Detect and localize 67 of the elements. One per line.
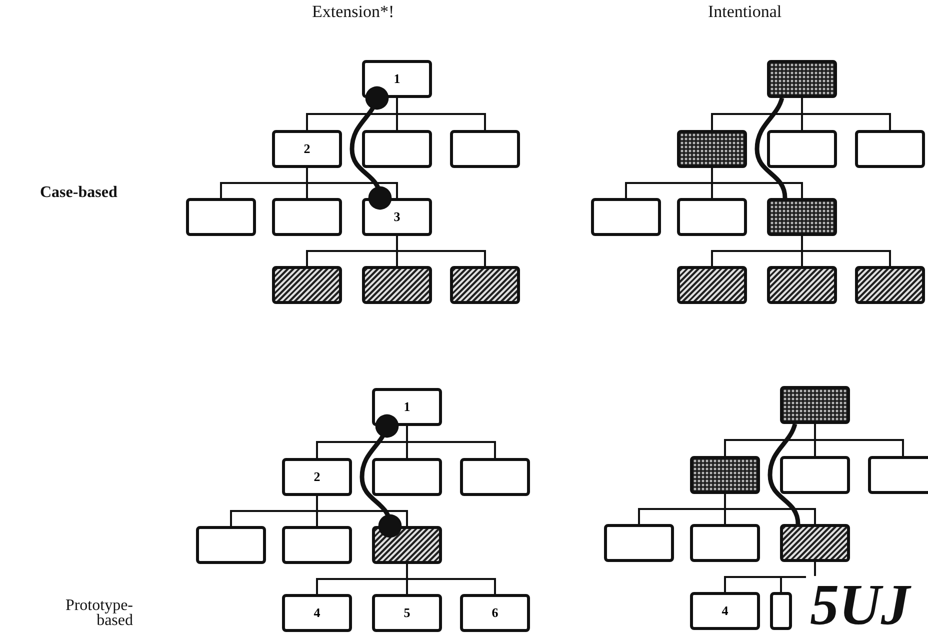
- tree-node-box: [282, 526, 352, 564]
- tree-connector: [801, 98, 891, 130]
- tree-connector: [316, 496, 408, 526]
- tree-node-box: [780, 524, 850, 562]
- tree-node-box: [186, 198, 256, 236]
- tree-node-box: [780, 456, 850, 494]
- tree-node-box: [362, 130, 432, 168]
- tree-node-box: [868, 456, 928, 494]
- path-curve: [350, 86, 392, 210]
- tree-node-box: [604, 524, 674, 562]
- tree-node-box: [767, 198, 837, 236]
- node-number: 1: [394, 71, 400, 87]
- tree-connector: [814, 424, 904, 456]
- tree-node-box: [677, 198, 747, 236]
- tree-node-box: [272, 198, 342, 236]
- tree-node-box: [855, 266, 925, 304]
- column-heading: Extension*!: [312, 2, 394, 22]
- tree-node-box: [272, 130, 342, 168]
- tree-connector: [801, 236, 891, 266]
- tree-node-box: [677, 266, 747, 304]
- tree-node-box: [770, 592, 792, 630]
- tree-node-box: [362, 60, 432, 98]
- tree-node-box: [196, 526, 266, 564]
- row-heading: Case-based: [40, 184, 118, 202]
- node-number: 1: [404, 399, 410, 415]
- node-number: 5: [404, 605, 410, 621]
- tree-connector: [711, 168, 803, 198]
- node-number: 6: [492, 605, 498, 621]
- tree-node-box: [372, 458, 442, 496]
- node-number: 3: [394, 209, 400, 225]
- path-curve: [754, 97, 788, 198]
- tree-node-box: [372, 526, 442, 564]
- tree-connector: [406, 564, 496, 594]
- tree-node-box: [362, 198, 432, 236]
- node-number: 2: [304, 141, 310, 157]
- tree-node-box: [690, 524, 760, 562]
- tree-connector: [724, 494, 816, 524]
- tree-node-box: [690, 456, 760, 494]
- node-number: 4: [722, 603, 728, 619]
- tree-node-box: [450, 130, 520, 168]
- tree-node-box: [690, 592, 760, 630]
- tree-node-box: [767, 266, 837, 304]
- row-heading: Prototype-based: [64, 598, 133, 628]
- tree-node-box: [767, 60, 837, 98]
- column-heading: Intentional: [708, 2, 782, 22]
- tree-node-box: [780, 386, 850, 424]
- tree-node-box: [282, 458, 352, 496]
- tree-connector: [306, 168, 398, 198]
- tree-node-box: [372, 388, 442, 426]
- tree-node-box: [362, 266, 432, 304]
- tree-node-box: [450, 266, 520, 304]
- node-number: 2: [314, 469, 320, 485]
- tree-connector: [406, 426, 496, 458]
- tree-node-box: [272, 266, 342, 304]
- tree-node-box: [591, 198, 661, 236]
- node-number: 4: [314, 605, 320, 621]
- tree-node-box: [460, 458, 530, 496]
- tree-node-box: [677, 130, 747, 168]
- path-curve: [360, 414, 402, 538]
- tree-node-box: [372, 594, 442, 632]
- tree-node-box: [855, 130, 925, 168]
- tree-node-box: [460, 594, 530, 632]
- path-curve: [768, 423, 800, 524]
- tree-node-box: [282, 594, 352, 632]
- tree-connector: [396, 236, 486, 266]
- tree-connector: [396, 98, 486, 130]
- tree-node-box: [767, 130, 837, 168]
